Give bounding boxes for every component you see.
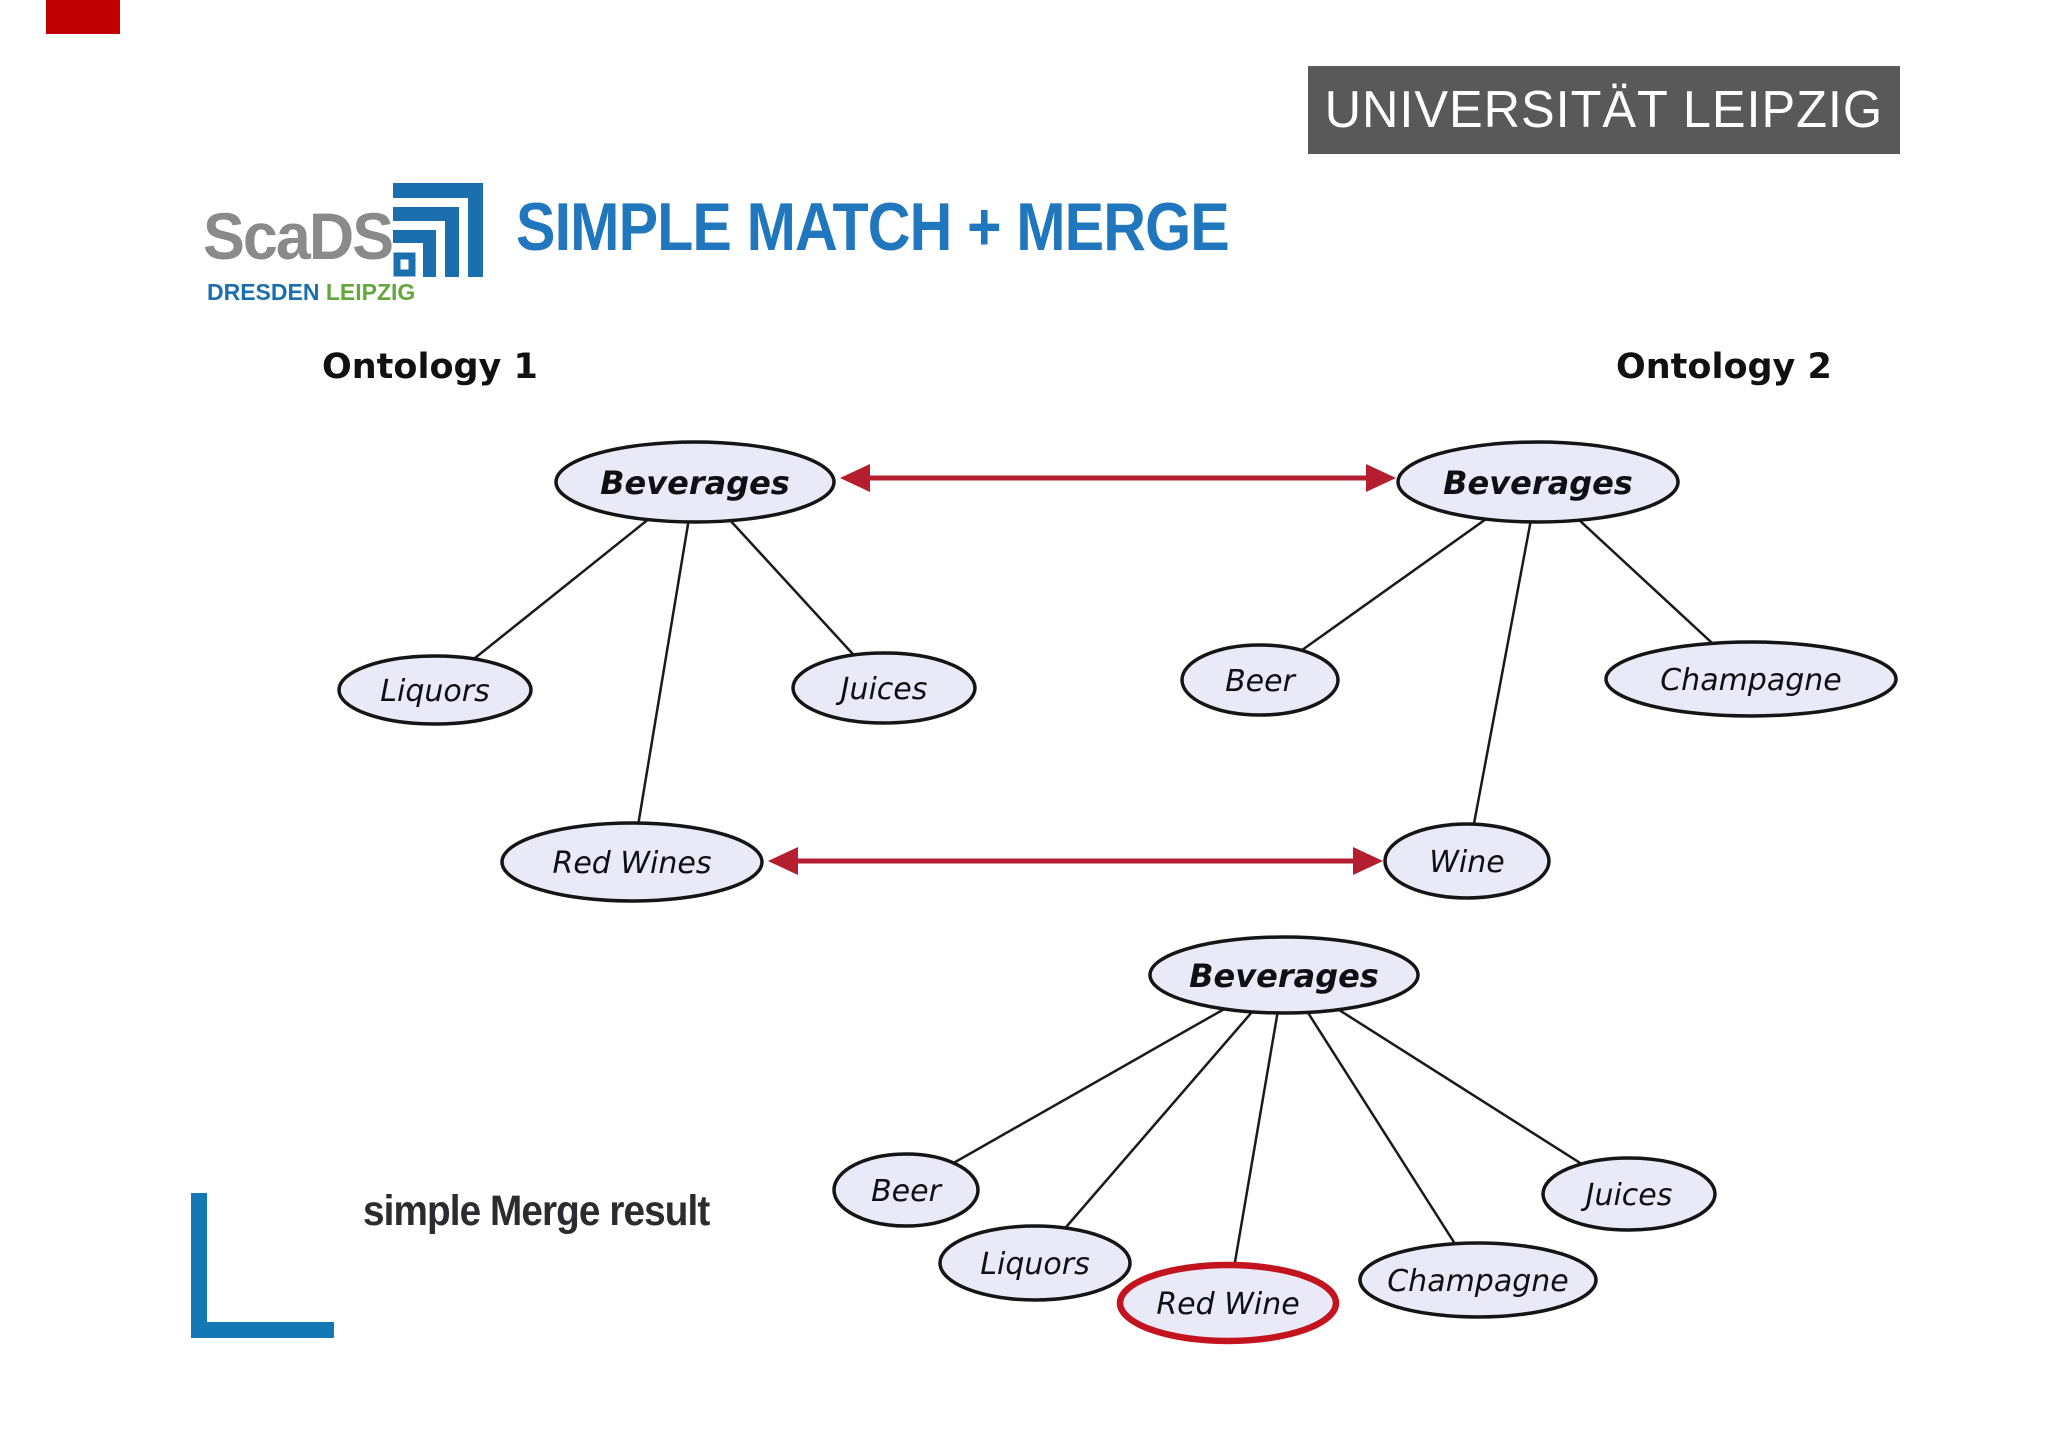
merge-result-caption: simple Merge result [363, 1187, 710, 1235]
corner-mark-vertical [191, 1193, 207, 1338]
node-ellipse [938, 1224, 1132, 1302]
node-ellipse [337, 654, 533, 726]
node-o1-juices: Juices [791, 651, 977, 725]
node-ellipse [832, 1152, 980, 1228]
node-label: Beverages [1443, 464, 1633, 502]
mapping-arrow-wine [768, 847, 1383, 875]
node-ellipse [500, 821, 764, 903]
node-merge-juices: Juices [1541, 1156, 1717, 1232]
arrowhead-right-icon [1353, 847, 1383, 875]
arrowhead-left-icon [840, 464, 870, 492]
node-ellipse [1383, 822, 1551, 900]
node-merge-liquors: Liquors [938, 1224, 1132, 1302]
node-label: Beer [871, 1174, 942, 1209]
node-o2-champagne: Champagne [1604, 640, 1898, 718]
node-label: Juices [1581, 1178, 1673, 1213]
node-label: Liquors [980, 1247, 1089, 1282]
node-label: Beverages [1189, 957, 1379, 995]
ontology1-label: Ontology 1 [322, 347, 538, 387]
node-o2-beer: Beer [1180, 643, 1340, 717]
university-banner-text: UNIVERSITÄT LEIPZIG [1324, 81, 1884, 139]
node-o2-wine: Wine [1383, 822, 1551, 900]
node-label: Champagne [1387, 1264, 1569, 1299]
node-label: Juices [836, 672, 928, 707]
node-label: Red Wines [553, 846, 712, 881]
node-o1-beverages: Beverages [554, 440, 836, 524]
node-o1-redwines: Red Wines [500, 821, 764, 903]
node-ellipse [1541, 1156, 1717, 1232]
node-ellipse [1358, 1241, 1598, 1319]
node-merge-champagne: Champagne [1358, 1241, 1598, 1319]
arrowhead-right-icon [1366, 464, 1396, 492]
scads-logo-subtitle: DRESDEN LEIPZIG [207, 281, 415, 304]
node-ellipse [1180, 643, 1340, 717]
scads-logo-text: ScaDS [203, 199, 394, 273]
node-label: Liquors [380, 674, 489, 709]
node-ellipse [791, 651, 977, 725]
node-label: Wine [1429, 845, 1504, 880]
slide-title: SIMPLE MATCH + MERGE [516, 189, 1230, 265]
edge-merge-beverages-beer [905, 973, 1285, 1192]
edge-merge-beverages-juices [1283, 973, 1630, 1196]
mapping-arrow-beverages [840, 464, 1396, 492]
ontology2-label: Ontology 2 [1616, 347, 1832, 387]
edge-o2-beverages-wine [1465, 481, 1540, 862]
node-label: Beer [1225, 664, 1296, 699]
node-ellipse [1396, 440, 1680, 524]
merge-edges [905, 973, 1630, 1304]
node-ellipse [1148, 935, 1420, 1015]
node-o1-liquors: Liquors [337, 654, 533, 726]
corner-mark-horizontal [191, 1322, 334, 1338]
arrowhead-left-icon [768, 847, 798, 875]
node-ellipse [554, 440, 836, 524]
scads-logo-icon [393, 183, 485, 284]
node-label: Champagne [1660, 663, 1842, 698]
node-merge-redwine: Red Wine [1116, 1261, 1340, 1345]
edge-merge-beverages-redwine [1226, 974, 1286, 1304]
edge-o1-beverages-redwines [630, 481, 697, 863]
node-merge-beer: Beer [832, 1152, 980, 1228]
scads-leipzig-label: LEIPZIG [325, 279, 416, 305]
edge-merge-beverages-liquors [1034, 974, 1285, 1264]
node-ellipse-highlighted [1116, 1261, 1340, 1345]
scads-dresden-label: DRESDEN [207, 279, 320, 305]
node-label: Red Wine [1156, 1287, 1299, 1322]
node-ellipse [1604, 640, 1898, 718]
node-label: Beverages [600, 464, 790, 502]
edge-merge-beverages-champagne [1282, 974, 1480, 1281]
university-banner: UNIVERSITÄT LEIPZIG [1308, 66, 1900, 154]
red-accent-bar [46, 0, 120, 34]
node-o2-beverages: Beverages [1396, 440, 1680, 524]
node-merge-beverages: Beverages [1148, 935, 1420, 1015]
